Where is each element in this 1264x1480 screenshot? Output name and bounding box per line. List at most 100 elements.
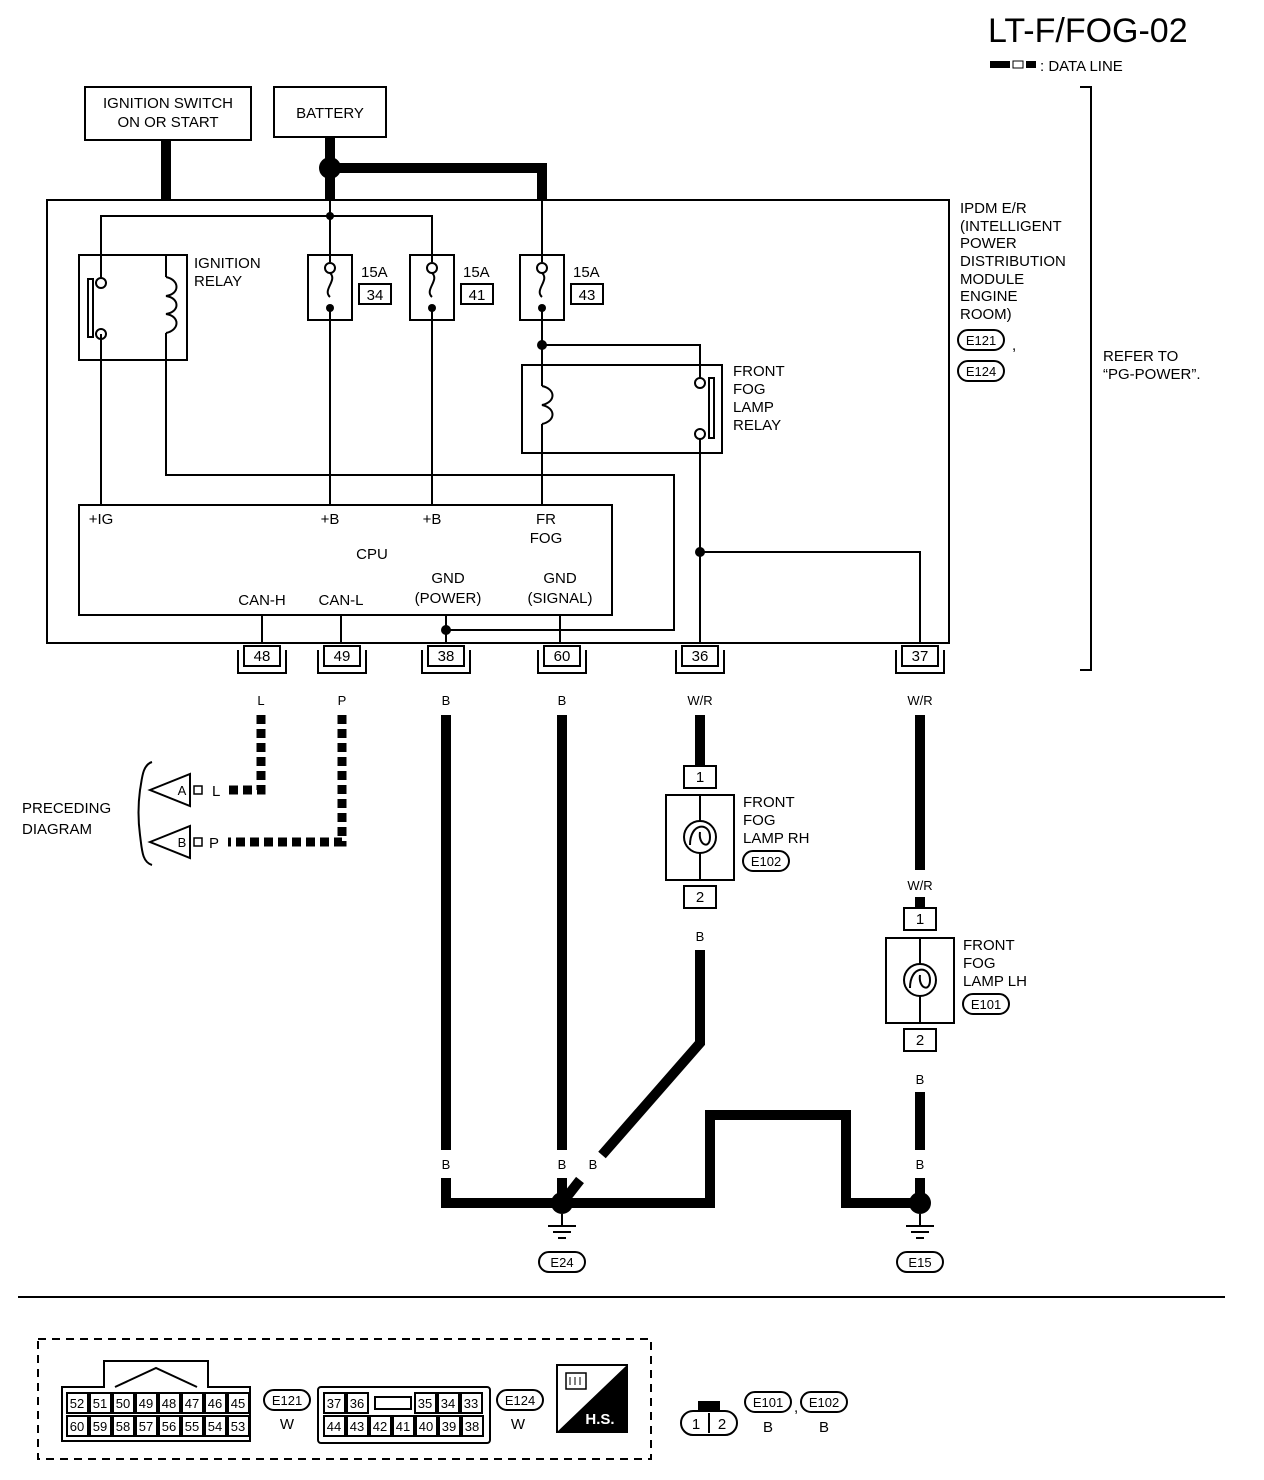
fuse-43-out-wire — [541, 308, 701, 380]
svg-text:(POWER): (POWER) — [415, 590, 482, 607]
wire-color-48: L — [257, 693, 264, 708]
fuse-34: 15A 34 — [307, 254, 392, 321]
svg-text:35: 35 — [418, 1396, 432, 1411]
svg-text:2: 2 — [718, 1416, 726, 1433]
svg-text:43: 43 — [350, 1419, 364, 1434]
connector-e121-face: 52 51 50 49 48 47 46 45 60 59 58 57 56 5… — [61, 1360, 251, 1442]
terminal-49: 49 — [317, 645, 367, 674]
e121-row2: 60 59 58 57 56 55 54 53 — [66, 1415, 250, 1437]
cpu-gnd-power-pin: GND — [431, 570, 465, 587]
svg-text:33: 33 — [464, 1396, 478, 1411]
cpu-fr-fog-pin: FR — [536, 511, 556, 528]
ignition-switch-box: IGNITION SWITCH ON OR START — [84, 86, 252, 141]
svg-text:15A: 15A — [573, 264, 600, 281]
svg-text:47: 47 — [185, 1396, 199, 1411]
preceding-diagram: PRECEDING DIAGRAM — [22, 761, 153, 866]
svg-text:52: 52 — [70, 1396, 84, 1411]
fog-output-branch-wire — [700, 551, 921, 643]
ipdm-connector-e121-tag: E121 — [957, 329, 1005, 351]
svg-text:2: 2 — [696, 889, 704, 906]
svg-text:34: 34 — [367, 287, 384, 304]
svg-text:MODULE: MODULE — [960, 271, 1024, 288]
svg-text:E124: E124 — [505, 1393, 535, 1408]
wire-color-49: P — [338, 693, 347, 708]
svg-text:FRONT: FRONT — [743, 794, 795, 811]
battery-bus-wire — [330, 163, 547, 200]
ipdm-module-outline — [46, 199, 950, 644]
refer-text: REFER TO “PG-POWER”. — [1103, 348, 1201, 383]
svg-text:LAMP RH: LAMP RH — [743, 830, 809, 847]
cpu-label: CPU — [356, 546, 388, 563]
cpu-ig-pin: +IG — [89, 511, 114, 528]
svg-text:58: 58 — [116, 1419, 130, 1434]
e121-row1: 52 51 50 49 48 47 46 45 — [66, 1392, 250, 1414]
svg-text:B: B — [763, 1419, 773, 1436]
relay-coil-return-wire — [165, 333, 675, 631]
refer-bracket — [1080, 86, 1092, 671]
data-line-legend: : DATA LINE — [990, 58, 1123, 75]
ground-e15: E15 — [896, 1192, 944, 1273]
ignition-relay: IGNITION RELAY — [78, 254, 261, 361]
svg-text:REFER TO: REFER TO — [1103, 348, 1178, 365]
terminal-60: 60 — [537, 645, 587, 674]
svg-text:60: 60 — [70, 1419, 84, 1434]
svg-text:“PG-POWER”.: “PG-POWER”. — [1103, 366, 1201, 383]
svg-text:49: 49 — [139, 1396, 153, 1411]
svg-text:(INTELLIGENT: (INTELLIGENT — [960, 218, 1062, 235]
svg-text:43: 43 — [579, 287, 596, 304]
wire-color-37: W/R — [907, 693, 932, 708]
svg-text:RELAY: RELAY — [194, 273, 242, 290]
wire-color-36: W/R — [687, 693, 712, 708]
cpu-internal-wires — [261, 615, 561, 643]
svg-text:RELAY: RELAY — [733, 417, 781, 434]
cpu-block: +IG +B +B FR FOG CPU GND (POWER) GND (SI… — [78, 504, 613, 616]
svg-text:60: 60 — [554, 648, 571, 665]
svg-text:54: 54 — [208, 1419, 222, 1434]
ipdm-connector-separator: , — [1012, 337, 1016, 354]
svg-text:15A: 15A — [463, 264, 490, 281]
svg-text:50: 50 — [116, 1396, 130, 1411]
svg-text:41: 41 — [396, 1419, 410, 1434]
svg-text:E101: E101 — [971, 997, 1001, 1012]
front-fog-lamp-rh: 1 2 FRONT FOG LAMP RH E102 — [665, 765, 809, 909]
svg-text:46: 46 — [208, 1396, 222, 1411]
svg-text:E121: E121 — [966, 333, 996, 348]
cpu-can-l-pin: CAN-L — [318, 592, 363, 609]
rh-out-wire-color: B — [696, 929, 705, 944]
svg-text:41: 41 — [469, 287, 486, 304]
cpu-can-h-pin: CAN-H — [238, 592, 286, 609]
svg-text:37: 37 — [912, 648, 929, 665]
connector-e121-tag: E121 W — [263, 1389, 311, 1433]
internal-bus-wire — [100, 215, 433, 283]
svg-text:PRECEDING: PRECEDING — [22, 800, 111, 817]
svg-text:E101: E101 — [753, 1395, 783, 1410]
battery-splice — [319, 157, 341, 179]
gnd-label-1: B — [442, 1157, 451, 1172]
svg-text:51: 51 — [93, 1396, 107, 1411]
gnd-label-2: B — [558, 1157, 567, 1172]
svg-text:56: 56 — [162, 1419, 176, 1434]
connector-views-frame — [37, 1338, 652, 1460]
svg-text:IGNITION SWITCH: IGNITION SWITCH — [103, 95, 233, 112]
svg-text:LAMP LH: LAMP LH — [963, 973, 1027, 990]
svg-text:DISTRIBUTION: DISTRIBUTION — [960, 253, 1066, 270]
svg-text:36: 36 — [350, 1396, 364, 1411]
svg-text:45: 45 — [231, 1396, 245, 1411]
svg-text:FOG: FOG — [963, 955, 996, 972]
svg-text:E124: E124 — [966, 364, 996, 379]
svg-text:53: 53 — [231, 1419, 245, 1434]
svg-text:34: 34 — [441, 1396, 455, 1411]
svg-text:H.S.: H.S. — [585, 1411, 614, 1428]
svg-text:(SIGNAL): (SIGNAL) — [527, 590, 592, 607]
svg-text:ENGINE: ENGINE — [960, 288, 1018, 305]
data-line-label: : DATA LINE — [1040, 58, 1123, 75]
svg-text:59: 59 — [93, 1419, 107, 1434]
svg-text:38: 38 — [438, 648, 455, 665]
lh-in-wire-color: W/R — [907, 878, 932, 893]
svg-text:POWER: POWER — [960, 235, 1017, 252]
svg-text:1: 1 — [916, 911, 924, 928]
preceding-arrow-b: B P — [147, 824, 219, 860]
front-fog-lamp-lh: 1 2 FRONT FOG LAMP LH E101 — [885, 907, 1027, 1052]
connector-e102-tag: E102 B — [800, 1391, 848, 1436]
cpu-b1-pin: +B — [321, 511, 340, 528]
